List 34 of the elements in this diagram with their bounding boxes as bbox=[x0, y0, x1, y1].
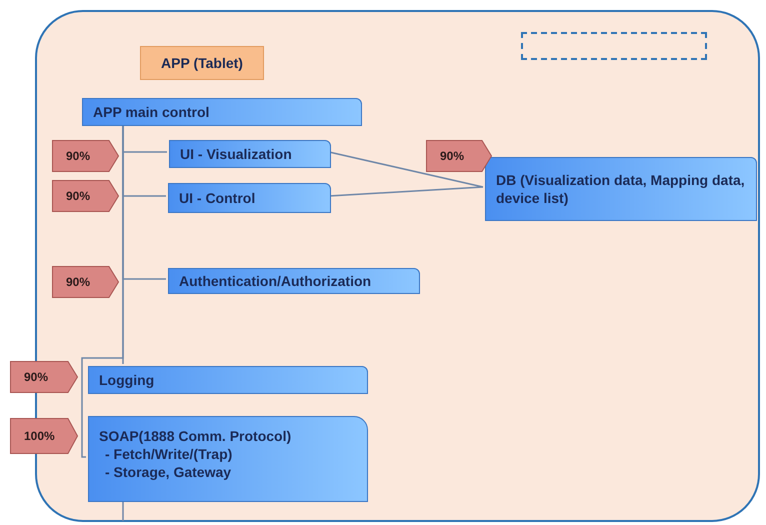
percent-tag bbox=[52, 266, 119, 298]
module-box bbox=[169, 140, 331, 168]
connector-line bbox=[81, 124, 124, 458]
module-label: UI - Visualization bbox=[180, 145, 293, 163]
module-box bbox=[88, 366, 368, 394]
percent-tag bbox=[52, 180, 119, 212]
module-label: SOAP(1888 Comm. Protocol) bbox=[99, 427, 292, 445]
connector-line bbox=[328, 151, 484, 188]
percent-label: 90% bbox=[66, 275, 90, 289]
module-label: UI - Control bbox=[179, 189, 256, 207]
connector-line bbox=[328, 186, 484, 197]
dashed-box bbox=[521, 32, 707, 60]
device-box bbox=[140, 46, 264, 80]
module-label: APP main control bbox=[93, 103, 210, 121]
module-label: Logging bbox=[99, 371, 156, 389]
percent-tag bbox=[426, 140, 492, 172]
percent-tag bbox=[52, 140, 119, 172]
percent-tag bbox=[10, 418, 78, 454]
module-label: Authentication/Authorization bbox=[179, 272, 372, 290]
module-label: - Storage, Gateway bbox=[104, 463, 232, 481]
module-box bbox=[82, 98, 362, 126]
module-label: - Fetch/Write/(Trap) bbox=[104, 445, 234, 463]
module-box bbox=[485, 157, 757, 221]
module-box bbox=[88, 416, 368, 502]
module-label: DB (Visualization data, Mapping data, device list) bbox=[496, 171, 746, 207]
percent-label: 90% bbox=[66, 149, 90, 163]
percent-label: 90% bbox=[66, 189, 90, 203]
module-label: APP (Tablet) bbox=[161, 54, 243, 72]
percent-tag bbox=[10, 361, 78, 393]
percent-label: 90% bbox=[440, 149, 464, 163]
percent-label: 90% bbox=[24, 370, 48, 384]
module-box bbox=[168, 268, 420, 294]
module-box bbox=[168, 183, 331, 213]
percent-label: 100% bbox=[24, 429, 55, 443]
